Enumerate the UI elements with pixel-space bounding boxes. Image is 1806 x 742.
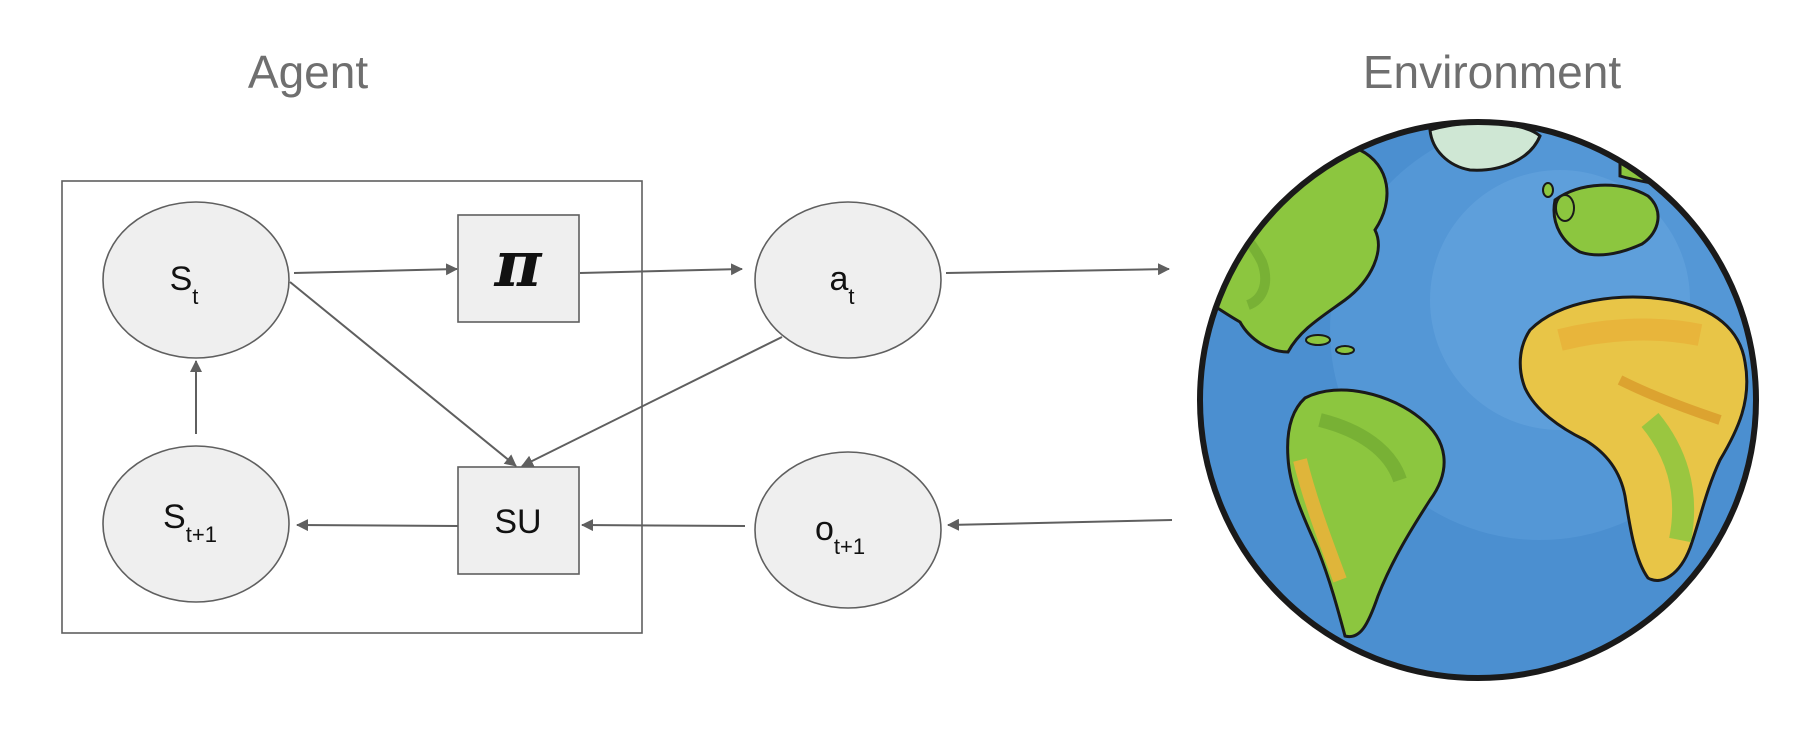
edge-observation-to-su	[581, 519, 746, 532]
node-observation: ot+1	[754, 451, 942, 609]
environment-heading: Environment	[1363, 46, 1621, 98]
edge-state-to-su	[289, 281, 517, 467]
state-update-label: SU	[494, 503, 541, 541]
state-t-sub: t	[192, 284, 198, 309]
edge-action-to-environment	[945, 263, 1170, 276]
edge-policy-to-action	[579, 263, 743, 276]
node-action-t: at	[754, 201, 942, 359]
edge-state-to-policy	[293, 263, 458, 276]
edge-environment-to-observation	[947, 518, 1173, 531]
node-policy: π	[457, 214, 580, 323]
action-t-sub: t	[848, 284, 854, 309]
svg-text:at: at	[829, 260, 854, 309]
state-t-main: S	[170, 260, 193, 298]
edge-action-to-su	[521, 336, 783, 467]
node-next-state: St+1	[102, 445, 290, 603]
earth-globe-icon	[1197, 119, 1759, 681]
agent-heading: Agent	[248, 46, 368, 98]
svg-text:St+1: St+1	[163, 498, 217, 547]
node-state-update: SU	[457, 466, 580, 575]
next-state-main: S	[163, 498, 186, 536]
node-state-t: St	[102, 201, 290, 359]
action-t-main: a	[829, 260, 848, 298]
observation-sub: t+1	[834, 534, 865, 559]
svg-text:St: St	[170, 260, 199, 309]
observation-main: o	[815, 510, 834, 548]
svg-text:ot+1: ot+1	[815, 510, 865, 559]
policy-symbol: π	[494, 227, 543, 302]
edge-su-to-next-state	[296, 519, 459, 532]
next-state-sub: t+1	[186, 522, 217, 547]
